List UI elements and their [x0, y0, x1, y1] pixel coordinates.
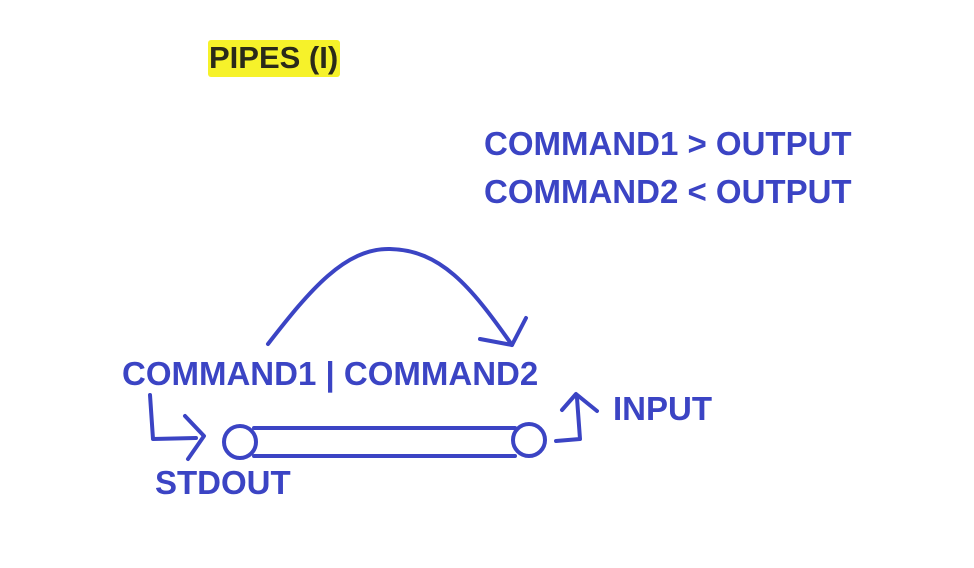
page-title: PIPES (I)	[208, 40, 341, 77]
input-arrow	[554, 396, 582, 443]
stdout-label: STDOUT	[155, 464, 291, 501]
pipe-right-end	[511, 422, 547, 458]
stdout-arrowhead	[183, 414, 206, 461]
input-arrowhead	[560, 392, 599, 413]
pipe-command: COMMAND1 | COMMAND2	[122, 355, 539, 392]
redirect-input-example: COMMAND2 < OUTPUT	[484, 173, 852, 210]
redirect-output-example: COMMAND1 > OUTPUT	[484, 125, 852, 162]
input-label: INPUT	[613, 390, 712, 427]
stdout-arrow	[148, 393, 198, 441]
pipe-left-end	[222, 424, 258, 460]
pipe-body	[252, 426, 517, 458]
flow-arc-arrow	[266, 246, 514, 347]
flow-arc-arrowhead	[478, 316, 528, 347]
